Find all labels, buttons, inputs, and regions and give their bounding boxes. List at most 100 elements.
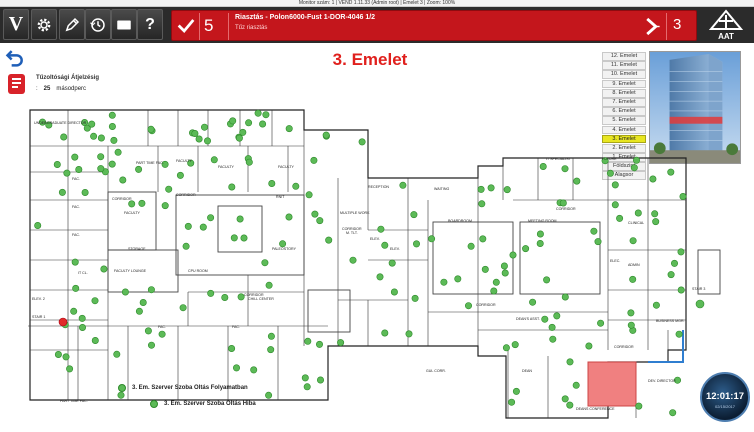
sensor-icon[interactable] xyxy=(165,185,173,193)
sensor-icon[interactable] xyxy=(285,213,293,221)
sensor-icon[interactable] xyxy=(629,275,637,283)
sensor-icon[interactable] xyxy=(464,302,472,310)
settings-button[interactable] xyxy=(31,9,57,40)
sensor-icon[interactable] xyxy=(411,294,419,302)
sensor-icon[interactable] xyxy=(541,315,549,323)
floor-item[interactable]: 10. Emelet xyxy=(602,70,646,80)
sensor-icon[interactable] xyxy=(316,376,324,384)
edit-button[interactable] xyxy=(59,9,85,40)
sensor-icon[interactable] xyxy=(147,125,155,133)
sensor-icon[interactable] xyxy=(60,133,68,141)
sensor-icon[interactable] xyxy=(566,358,574,366)
sensor-icon[interactable] xyxy=(70,307,78,315)
sensor-icon[interactable] xyxy=(477,185,485,193)
sensor-icon[interactable] xyxy=(78,314,86,322)
floor-item[interactable]: Földszint xyxy=(602,162,646,172)
sensor-icon[interactable] xyxy=(305,191,313,199)
sensor-icon[interactable] xyxy=(561,395,569,403)
sensor-icon[interactable] xyxy=(58,188,66,196)
sensor-icon[interactable] xyxy=(649,175,657,183)
sensor-icon[interactable] xyxy=(179,304,187,312)
sensor-icon[interactable] xyxy=(388,259,396,267)
sensor-icon[interactable] xyxy=(572,381,580,389)
sensor-icon[interactable] xyxy=(548,323,556,331)
sensor-icon[interactable] xyxy=(34,222,42,230)
sensor-icon[interactable] xyxy=(229,117,237,125)
sensor-icon[interactable] xyxy=(176,171,184,179)
sensor-icon[interactable] xyxy=(97,134,105,142)
sensor-icon[interactable] xyxy=(108,122,116,130)
sensor-icon[interactable] xyxy=(199,223,207,231)
sensor-icon[interactable] xyxy=(72,284,80,292)
sensor-icon[interactable] xyxy=(695,299,705,309)
sensor-icon[interactable] xyxy=(553,312,561,320)
sensor-icon[interactable] xyxy=(97,165,105,173)
floor-item[interactable]: Alagsor xyxy=(602,171,646,181)
sensor-icon[interactable] xyxy=(606,169,614,177)
sensor-icon[interactable] xyxy=(536,230,544,238)
sensor-icon[interactable] xyxy=(117,391,125,399)
sensor-icon[interactable] xyxy=(210,156,218,164)
sensor-icon[interactable] xyxy=(182,242,190,250)
sensor-icon[interactable] xyxy=(71,258,79,266)
sensor-icon[interactable] xyxy=(121,288,129,296)
sensor-icon[interactable] xyxy=(500,262,508,270)
floor-item[interactable]: 8. Emelet xyxy=(602,88,646,98)
sensor-icon[interactable] xyxy=(381,241,389,249)
sensor-icon[interactable] xyxy=(311,210,319,218)
sensor-icon[interactable] xyxy=(376,273,384,281)
sensor-icon[interactable] xyxy=(677,286,685,294)
sensor-icon[interactable] xyxy=(279,240,287,248)
sensor-icon[interactable] xyxy=(261,259,269,267)
sensor-icon[interactable] xyxy=(91,337,99,345)
sensor-icon[interactable] xyxy=(207,214,215,222)
sensor-icon[interactable] xyxy=(138,199,146,207)
sensor-icon[interactable] xyxy=(561,165,569,173)
sensor-icon[interactable] xyxy=(536,240,544,248)
sensor-icon[interactable] xyxy=(381,329,389,337)
sensor-icon[interactable] xyxy=(128,200,136,208)
sensor-icon[interactable] xyxy=(75,166,83,174)
sensor-icon[interactable] xyxy=(135,307,143,315)
sensor-icon[interactable] xyxy=(268,180,276,188)
sensor-icon[interactable] xyxy=(316,217,324,225)
sensor-icon[interactable] xyxy=(487,184,495,192)
sensor-icon[interactable] xyxy=(207,289,215,297)
sensor-icon[interactable] xyxy=(669,409,677,417)
sensor-icon[interactable] xyxy=(502,344,510,352)
sensor-icon[interactable] xyxy=(512,387,520,395)
sensor-icon[interactable] xyxy=(63,169,71,177)
sensor-icon[interactable] xyxy=(148,341,156,349)
legend-item[interactable]: 3. Em. Szerver Szoba Oltás Hiba xyxy=(150,400,256,408)
sensor-icon[interactable] xyxy=(262,111,270,119)
sensor-icon[interactable] xyxy=(410,211,418,219)
sensor-icon[interactable] xyxy=(440,278,448,286)
sensor-icon[interactable] xyxy=(627,321,635,329)
sensor-icon[interactable] xyxy=(529,298,537,306)
sensor-icon[interactable] xyxy=(304,337,312,345)
floor-item[interactable]: 3. Emelet xyxy=(602,134,646,144)
floor-item[interactable]: 12. Emelet xyxy=(602,52,646,61)
chevron-right-icon[interactable] xyxy=(644,17,660,36)
sensor-icon[interactable] xyxy=(245,158,253,166)
sensor-icon[interactable] xyxy=(265,281,273,289)
sensor-icon[interactable] xyxy=(88,120,96,128)
alarm-indicator-icon[interactable] xyxy=(58,317,68,327)
sensor-icon[interactable] xyxy=(673,376,681,384)
sensor-icon[interactable] xyxy=(303,383,311,391)
sensor-icon[interactable] xyxy=(478,200,486,208)
sensor-icon[interactable] xyxy=(390,288,398,296)
sensor-icon[interactable] xyxy=(139,299,147,307)
sensor-icon[interactable] xyxy=(675,330,683,338)
sensor-icon[interactable] xyxy=(119,176,127,184)
sensor-icon[interactable] xyxy=(237,293,245,301)
sensor-icon[interactable] xyxy=(158,330,166,338)
sensor-icon[interactable] xyxy=(651,210,659,218)
sensor-icon[interactable] xyxy=(573,177,581,185)
sensor-icon[interactable] xyxy=(611,201,619,209)
sensor-icon[interactable] xyxy=(230,234,238,242)
sensor-icon[interactable] xyxy=(322,131,330,139)
sensor-icon[interactable] xyxy=(113,350,121,358)
sensor-icon[interactable] xyxy=(616,214,624,222)
sensor-icon[interactable] xyxy=(590,227,598,235)
